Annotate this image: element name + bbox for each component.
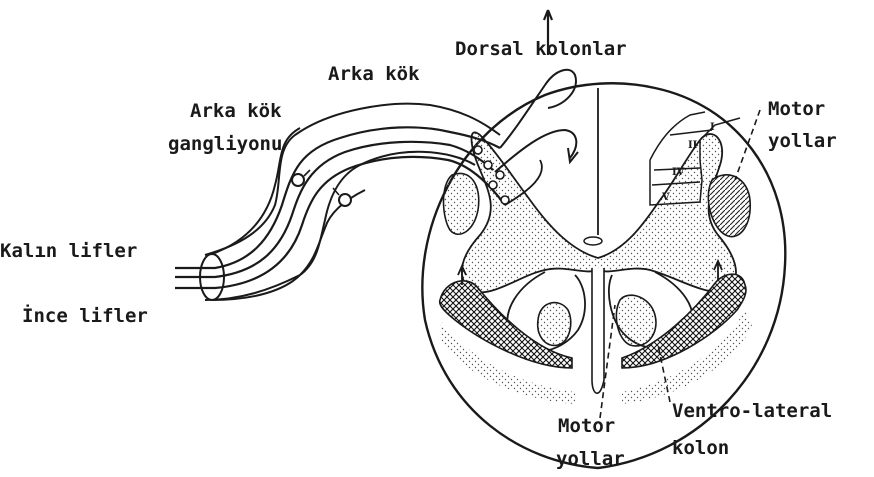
label-motor-right-line1: Motor [768, 98, 825, 120]
label-thin-fibers: İnce lifler [22, 305, 148, 327]
lamina-mark-3: IV [672, 167, 685, 178]
ganglion-cell-2 [339, 194, 351, 206]
label-thick-fibers: Kalın lifler [0, 240, 137, 262]
label-motor-right-line2: yollar [768, 130, 837, 152]
lamina-mark-4: V [661, 192, 670, 203]
label-ganglion-line2: gangliyonu [168, 133, 282, 155]
label-ganglion-line1: Arka kök [190, 100, 282, 122]
label-motor-bottom-line1: Motor [558, 415, 615, 437]
label-ventrolateral-line1: Ventro-lateral [672, 400, 832, 422]
label-ventrolateral-line2: kolon [672, 437, 729, 459]
label-motor-bottom-line2: yollar [556, 448, 625, 470]
central-canal [584, 237, 602, 245]
ganglion-cell-1 [292, 174, 304, 186]
lamina-mark-1: I [710, 122, 715, 133]
ventral-median-fissure [592, 268, 604, 393]
lamina-mark-2: II [688, 140, 698, 151]
motor-pool-left [538, 303, 571, 346]
label-dorsal-columns: Dorsal kolonlar [455, 38, 627, 60]
label-dorsal-root: Arka kök [328, 63, 420, 85]
